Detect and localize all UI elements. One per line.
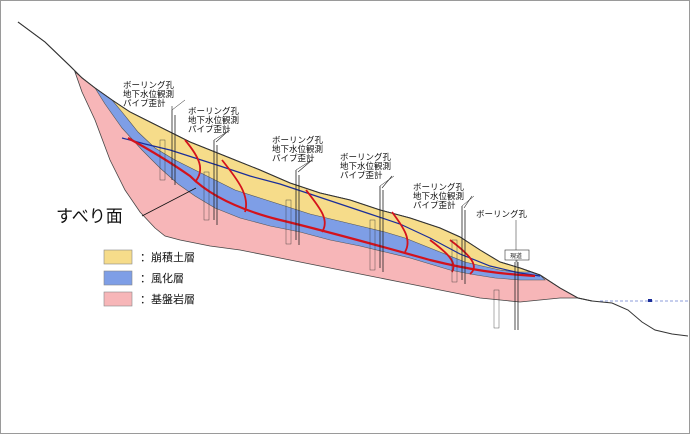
borehole-2-label-line-3: パイプ歪計 bbox=[188, 124, 231, 135]
borehole-1 bbox=[159, 99, 186, 185]
borehole-2-label-line-2: 地下水位観測 bbox=[188, 115, 239, 126]
borehole-5-label-line-1: ボーリング孔 bbox=[413, 182, 465, 193]
legend: ：崩積土層 ：風化層 ：基盤岩層 bbox=[103, 249, 195, 307]
slip-label-leader bbox=[141, 187, 197, 217]
road-label: 現道 bbox=[510, 252, 522, 260]
water-level-marker bbox=[648, 299, 652, 302]
legend-label-colluvium: ：崩積土層 bbox=[140, 250, 195, 264]
label-leader-3 bbox=[297, 159, 313, 173]
ground-surface-overlay bbox=[17, 21, 593, 302]
borehole-5-label-line-3: パイプ歪計 bbox=[413, 200, 456, 211]
slip-arc-6 bbox=[449, 239, 475, 275]
legend-swatch-bedrock bbox=[103, 291, 133, 307]
legend-swatch-weathered bbox=[103, 270, 133, 286]
slip-arc-2 bbox=[221, 159, 248, 213]
borehole-4 bbox=[369, 175, 395, 272]
borehole-1-label-line-3: パイプ歪計 bbox=[123, 98, 166, 109]
borehole-3-label-line-1: ボーリング孔 bbox=[272, 135, 324, 146]
legend-label-weathered: ：風化層 bbox=[140, 271, 184, 285]
borehole-5 bbox=[451, 195, 475, 284]
borehole-4-label-line-1: ボーリング孔 bbox=[340, 152, 392, 163]
ground-surface-lower bbox=[591, 300, 689, 337]
borehole-3 bbox=[285, 159, 313, 245]
legend-swatch-colluvium bbox=[103, 249, 133, 265]
borehole-2-label-line-1: ボーリング孔 bbox=[188, 106, 240, 117]
borehole-3-label-line-2: 地下水位観測 bbox=[272, 144, 323, 155]
borehole-3-label-line-3: パイプ歪計 bbox=[272, 153, 315, 164]
borehole-5-label-line-2: 地下水位観測 bbox=[413, 191, 464, 202]
borehole-4-label-line-2: 地下水位観測 bbox=[340, 161, 391, 172]
borehole-1-label-line-2: 地下水位観測 bbox=[123, 89, 174, 100]
slip-surface-label: すべり面 bbox=[56, 207, 123, 227]
slip-surface-main bbox=[127, 137, 536, 278]
borehole-2 bbox=[203, 129, 231, 225]
label-leader-4 bbox=[381, 175, 393, 189]
borehole-4-label-line-3: パイプ歪計 bbox=[340, 170, 383, 181]
borehole-1-label-line-1: ボーリング孔 bbox=[123, 80, 175, 91]
slip-arc-4 bbox=[391, 211, 409, 253]
slip-arc-1 bbox=[184, 139, 202, 183]
groundwater-level-line bbox=[121, 137, 541, 277]
label-leader-5 bbox=[463, 195, 473, 209]
slip-arc-5 bbox=[429, 239, 455, 273]
label-leader-2 bbox=[215, 130, 229, 143]
borehole-6-label-line-1: ボーリング孔 bbox=[476, 209, 528, 220]
slip-arc-3 bbox=[305, 189, 326, 233]
legend-label-bedrock: ：基盤岩層 bbox=[140, 292, 195, 306]
